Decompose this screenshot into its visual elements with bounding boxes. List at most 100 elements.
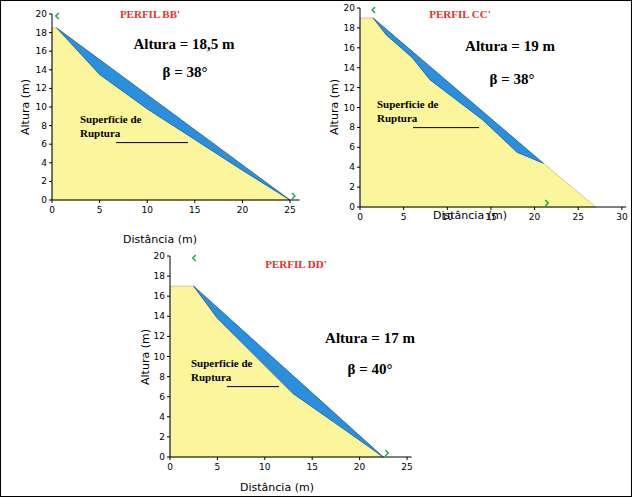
axis-title: Altura (m) — [140, 329, 153, 385]
height-value: Altura = 19 m — [465, 38, 555, 55]
tick-mark — [357, 8, 360, 9]
height-value: Altura = 17 m — [325, 330, 415, 347]
end-marker — [372, 7, 375, 13]
tick-mark — [621, 207, 622, 210]
axis-title: Distância (m) — [240, 482, 314, 495]
tick-label: 30 — [616, 212, 627, 222]
tick-mark — [167, 376, 170, 377]
tick-mark — [49, 14, 52, 15]
tick-mark — [242, 200, 243, 203]
tick-mark — [357, 87, 360, 88]
slope-body — [360, 18, 596, 207]
tick-mark — [357, 167, 360, 168]
tick-mark — [167, 296, 170, 297]
tick-mark — [357, 47, 360, 48]
slope-angle: β = 40° — [348, 361, 393, 378]
leader-line — [413, 127, 479, 128]
tick-label: 8 — [349, 122, 355, 132]
axis — [170, 256, 412, 457]
failure-surface-label: Superficie de Ruptura — [191, 356, 271, 385]
tick-mark — [49, 32, 52, 33]
tick-label: 15 — [189, 205, 200, 215]
tick-label: 6 — [349, 142, 355, 152]
tick-mark — [49, 144, 52, 145]
tick-label: 16 — [154, 291, 165, 301]
tick-label: 15 — [485, 212, 496, 222]
tick-label: 20 — [354, 462, 365, 472]
tick-label: 18 — [344, 23, 355, 33]
tick-mark — [357, 127, 360, 128]
tick-label: 10 — [442, 212, 453, 222]
tick-label: 8 — [41, 120, 47, 130]
tick-mark — [357, 187, 360, 188]
tick-mark — [167, 336, 170, 337]
tick-label: 10 — [259, 462, 270, 472]
tick-mark — [264, 457, 265, 460]
slope-body — [52, 28, 290, 200]
tick-mark — [49, 162, 52, 163]
tick-label: 20 — [344, 3, 355, 13]
tick-mark — [52, 200, 53, 203]
axis-title: Distância (m) — [123, 234, 197, 247]
failure-surface-label: Superficie de Ruptura — [377, 97, 457, 126]
sliding-mass — [57, 28, 290, 200]
tick-label: 10 — [344, 102, 355, 112]
tick-label: 2 — [159, 432, 165, 442]
height-value: Altura = 18,5 m — [133, 36, 234, 53]
tick-mark — [167, 396, 170, 397]
tick-mark — [357, 67, 360, 68]
tick-label: 20 — [36, 9, 47, 19]
tick-label: 18 — [154, 271, 165, 281]
tick-mark — [167, 256, 170, 257]
profile-plot — [167, 255, 412, 460]
tick-mark — [357, 147, 360, 148]
axis — [360, 8, 626, 207]
tick-label: 4 — [41, 158, 47, 168]
tick-label: 0 — [159, 452, 165, 462]
tick-mark — [147, 200, 148, 203]
profile-plot — [49, 13, 300, 203]
tick-label: 25 — [573, 212, 584, 222]
tick-mark — [534, 207, 535, 210]
tick-label: 12 — [154, 331, 165, 341]
tick-mark — [49, 51, 52, 52]
tick-label: 10 — [154, 351, 165, 361]
tick-label: 0 — [357, 212, 363, 222]
tick-label: 14 — [36, 65, 47, 75]
tick-mark — [217, 457, 218, 460]
tick-mark — [167, 436, 170, 437]
tick-mark — [403, 207, 404, 210]
tick-label: 5 — [401, 212, 407, 222]
tick-mark — [49, 107, 52, 108]
tick-label: 6 — [159, 392, 165, 402]
profile-plot — [357, 7, 626, 210]
tick-mark — [194, 200, 195, 203]
tick-mark — [357, 27, 360, 28]
tick-label: 12 — [344, 82, 355, 92]
axis-title: Altura (m) — [329, 79, 342, 135]
tick-mark — [312, 457, 313, 460]
end-marker — [385, 450, 388, 456]
tick-label: 25 — [284, 205, 295, 215]
tick-label: 8 — [159, 371, 165, 381]
tick-mark — [290, 200, 291, 203]
tick-mark — [357, 107, 360, 108]
tick-label: 2 — [349, 182, 355, 192]
tick-mark — [359, 457, 360, 460]
profile-title: PERFIL CC' — [429, 8, 490, 21]
tick-label: 6 — [41, 139, 47, 149]
tick-label: 18 — [36, 27, 47, 37]
tick-label: 5 — [97, 205, 103, 215]
profile-title: PERFIL DD' — [265, 258, 326, 271]
tick-label: 20 — [154, 251, 165, 261]
axis — [52, 14, 300, 200]
end-marker — [545, 200, 548, 206]
tick-label: 20 — [237, 205, 248, 215]
failure-surface-label: Superficie de Ruptura — [80, 112, 160, 141]
tick-label: 14 — [344, 63, 355, 73]
tick-mark — [167, 356, 170, 357]
tick-label: 14 — [154, 311, 165, 321]
axis-title: Altura (m) — [20, 79, 33, 135]
tick-label: 12 — [36, 83, 47, 93]
